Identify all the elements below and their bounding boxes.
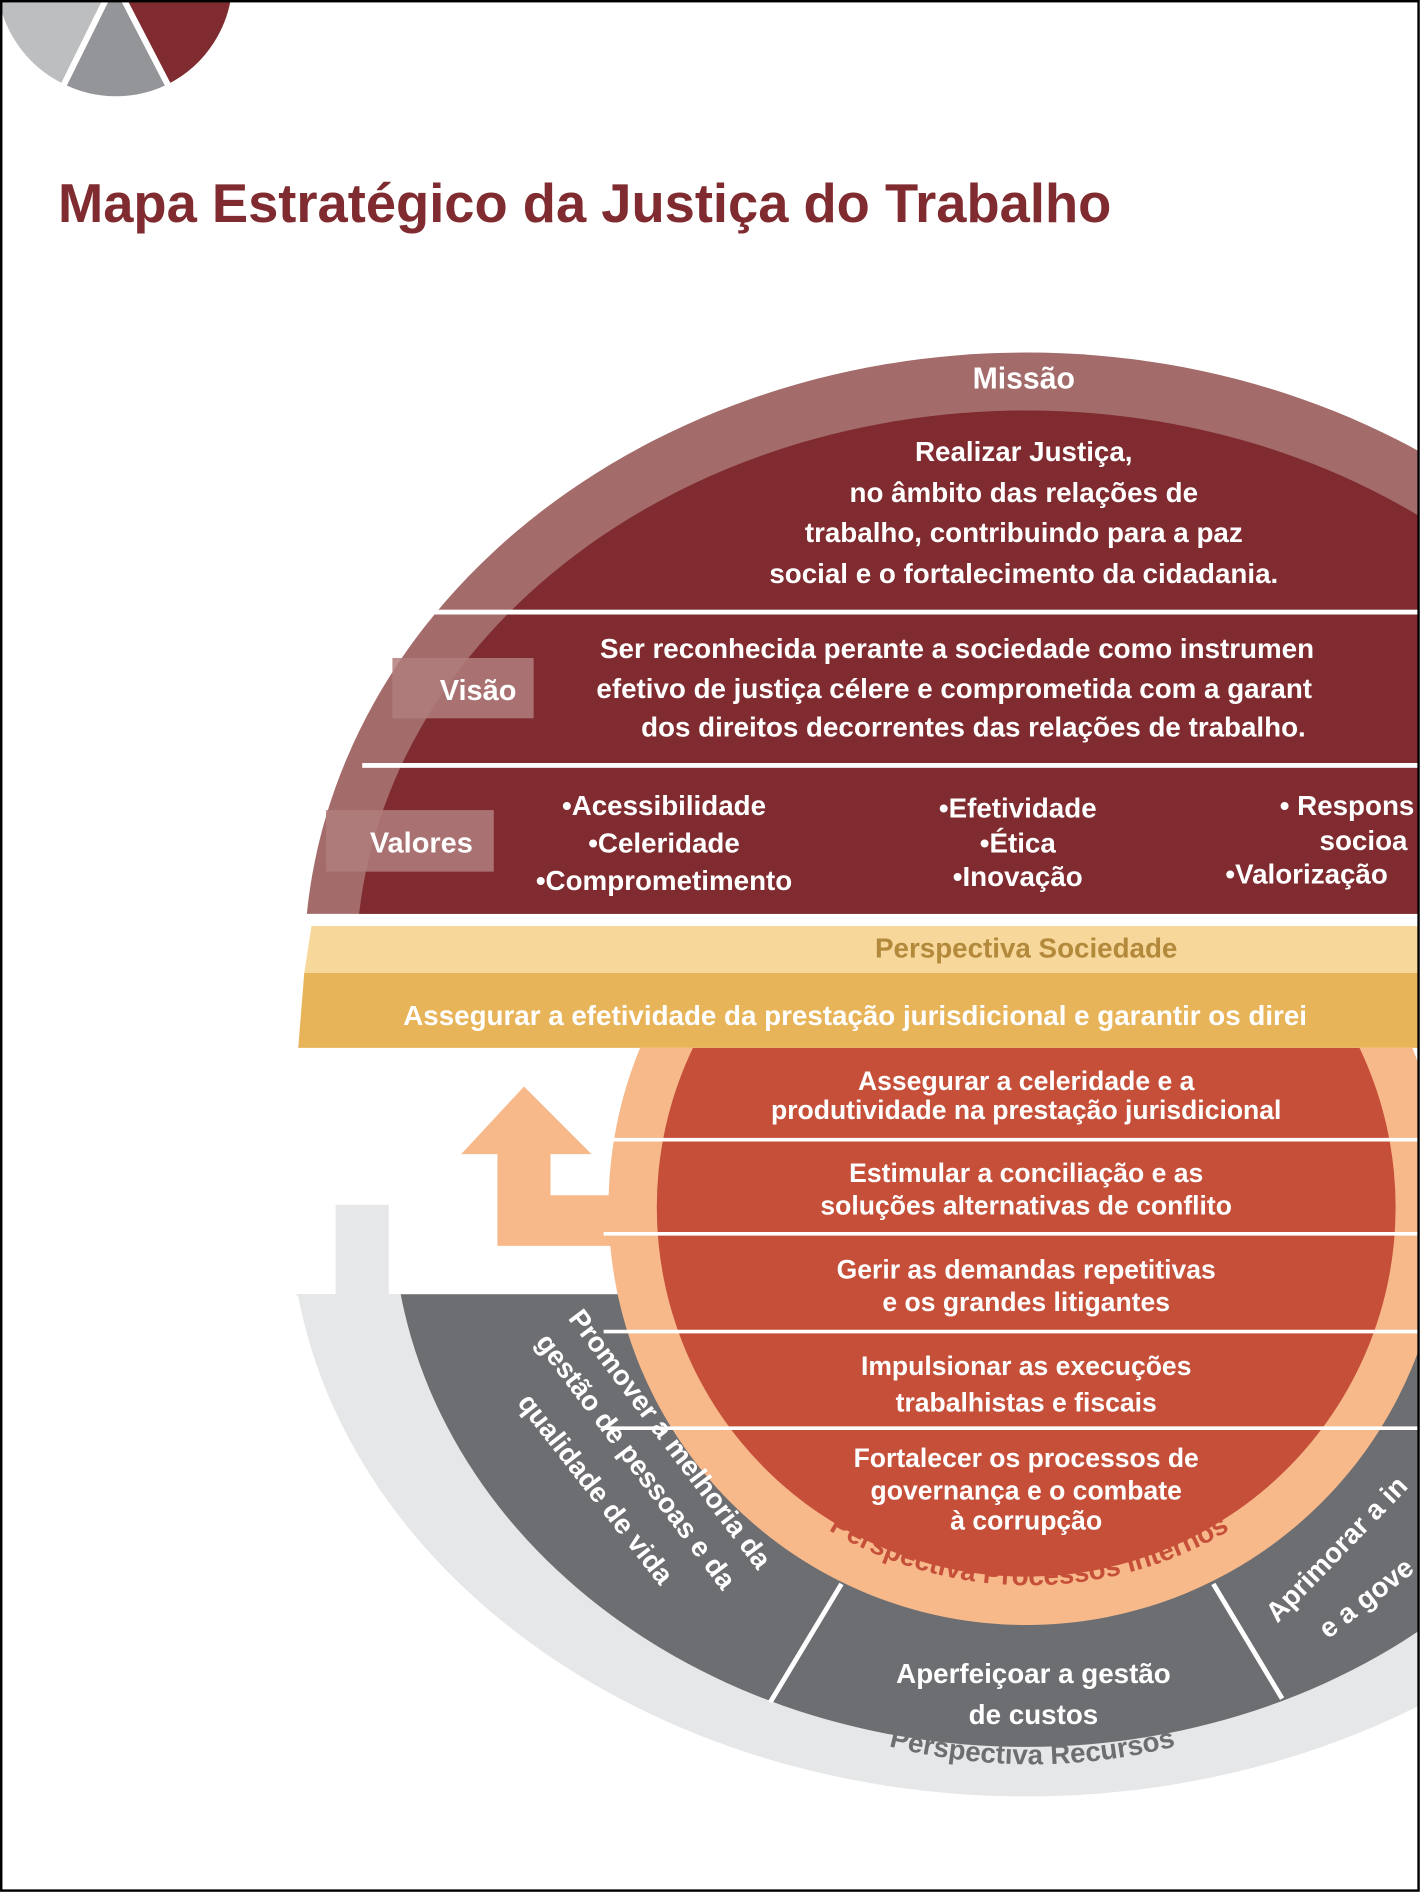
processes-circle [603,1047,1419,1625]
process-objective: Estimular a conciliação e as [849,1158,1203,1188]
process-objective: governança e o combate [871,1475,1182,1505]
valores-label: Valores [370,827,473,859]
missao-text: Realizar Justiça, no âmbito das relações… [769,436,1278,589]
process-objective: Impulsionar as execuções [861,1351,1192,1381]
logo-pie [0,0,237,103]
page-title: Mapa Estratégico da Justiça do Trabalho [58,173,1111,234]
valores-text: •Acessibilidade •Celeridade •Comprometim… [536,790,1415,896]
process-objective: Gerir as demandas repetitivas [837,1254,1216,1284]
missao-label: Missão [973,363,1075,396]
resources-line: de custos [969,1699,1099,1730]
society-band: Perspectiva Sociedade Assegurar a efetiv… [298,925,1419,1048]
visao-label-box [392,657,534,719]
missao-line: Realizar Justiça, [915,436,1133,467]
valor-item: •Acessibilidade [562,790,766,821]
visao-label: Visão [440,675,517,707]
visao-line: efetivo de justiça célere e comprometida… [596,673,1312,704]
resources-line: Aperfeiçoar a gestão [896,1658,1171,1689]
valor-item: •Comprometimento [536,865,792,896]
process-objectives: Assegurar a celeridade e a produtividade… [771,1066,1281,1535]
mission-dome [306,352,1419,914]
valor-item: socioa [1320,825,1408,856]
missao-line: social e o fortalecimento da cidadania. [769,558,1278,589]
process-objective: trabalhistas e fiscais [896,1387,1157,1417]
valor-item: •Valorização [1225,859,1387,890]
resources-center: Aperfeiçoar a gestão de custos [896,1658,1171,1730]
process-objective: Fortalecer os processos de [854,1443,1199,1473]
society-label: Perspectiva Sociedade [875,932,1177,963]
society-objective: Assegurar a efetividade da prestação jur… [403,1000,1307,1031]
valores-label-box [325,810,494,872]
visao-text: Ser reconhecida perante a sociedade como… [596,633,1314,742]
missao-line: no âmbito das relações de [850,477,1199,508]
arrow-up-icon [461,1086,628,1246]
valor-item: •Celeridade [588,827,740,858]
process-objective: produtividade na prestação jurisdicional [771,1095,1281,1125]
process-objective: soluções alternativas de conflito [820,1191,1232,1221]
valor-item: • Respons [1280,790,1415,821]
process-objective: à corrupção [950,1506,1102,1536]
process-objective: Assegurar a celeridade e a [858,1066,1195,1096]
visao-line: dos direitos decorrentes das relações de… [641,711,1306,742]
valor-item: •Efetividade [939,792,1097,823]
visao-line: Ser reconhecida perante a sociedade como… [600,633,1314,664]
valor-item: •Ética [980,827,1057,858]
missao-line: trabalho, contribuindo para a paz [805,517,1243,548]
valor-item: •Inovação [953,861,1083,892]
process-objective: e os grandes litigantes [882,1287,1170,1317]
